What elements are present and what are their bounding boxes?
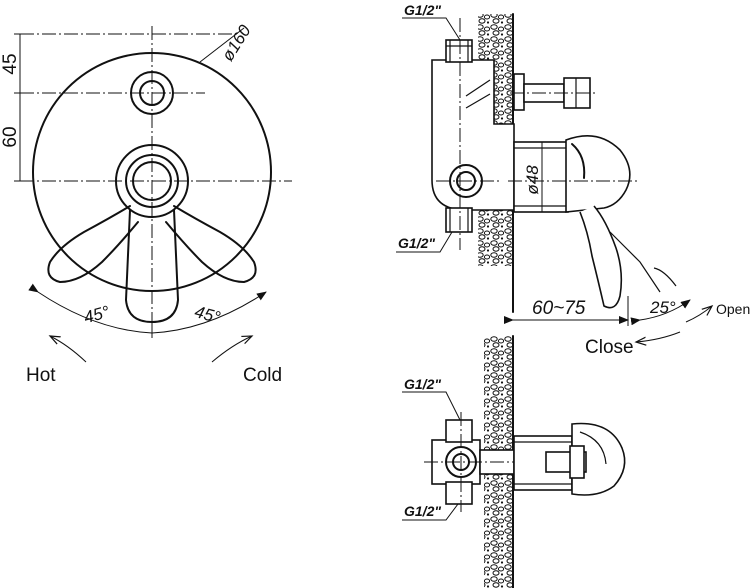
side-view: ø48 60~75 25° Open Close G1/2" G1/2" [396,2,750,358]
front-view: 45 60 ø160 45° 45° Hot Cold [0,21,292,386]
close-label: Close [585,337,634,358]
depth-label: 60~75 [532,298,586,319]
cold-label: Cold [243,365,282,386]
diverter-knob [130,71,174,115]
bottom-view: G1/2" G1/2" [402,335,626,588]
angle-right-label: 45° [193,302,223,327]
open-label: Open [716,301,750,317]
thread-bottom-label: G1/2" [398,235,435,251]
cover-diameter-label: ø160 [218,21,255,64]
angle-left-label: 45° [82,302,112,327]
close-direction-arrow [636,331,681,342]
thread-top-label: G1/2" [404,2,441,18]
handle-top-view [513,422,626,496]
cold-direction-arrow [211,336,252,363]
main-handle-side [508,134,677,309]
handle-hot-position [47,205,139,283]
diverter-spindle [510,73,596,111]
hot-direction-arrow [50,336,87,363]
handle-diameter-label: ø48 [523,165,542,195]
dim-mid-label: 60 [0,126,21,147]
lower-thread-bottom-label: G1/2" [404,503,441,519]
main-cartridge [115,144,189,218]
lower-thread-top-label: G1/2" [404,376,441,392]
handle-cold-position [165,205,257,283]
dim-top-label: 45 [0,53,21,74]
hot-label: Hot [26,365,56,386]
open-angle-label: 25° [649,298,676,317]
open-direction-arrow [685,306,712,323]
